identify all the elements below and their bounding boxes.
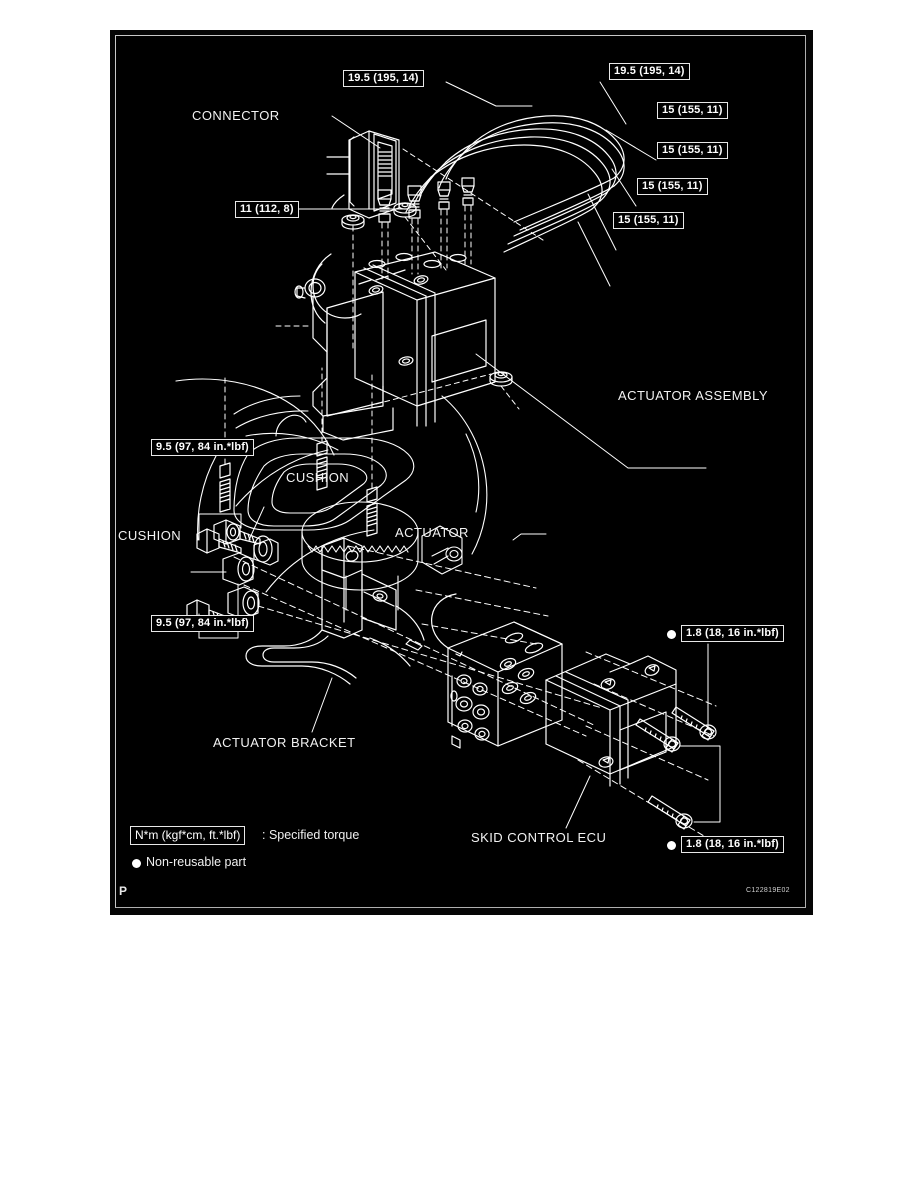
torque-callout-15-a: 15 (155, 11)	[657, 102, 728, 119]
torque-callout-9-5-upper: 9.5 (97, 84 in.*lbf)	[151, 439, 254, 456]
torque-callout-1-8-lower: 1.8 (18, 16 in.*lbf)	[681, 836, 784, 853]
legend-nonreusable-text: Non-reusable part	[146, 855, 247, 869]
ecu-screws	[635, 706, 717, 830]
nonreusable-dot-lower	[667, 841, 676, 850]
brake-tube-bundle	[405, 115, 625, 253]
label-cushion-left: CUSHION	[118, 528, 182, 543]
figure-code: C122819E02	[746, 887, 790, 894]
skid-control-ecu-part	[545, 653, 677, 787]
mount-nuts-upper	[341, 202, 417, 230]
actuator-bracket-part	[245, 537, 425, 685]
diagram-frame: 19.5 (195, 14) 19.5 (195, 14) 15 (155, 1…	[110, 30, 813, 915]
torque-callout-1-8-upper: 1.8 (18, 16 in.*lbf)	[681, 625, 784, 642]
torque-callout-15-d: 15 (155, 11)	[613, 212, 684, 229]
torque-callout-11: 11 (112, 8)	[235, 201, 299, 218]
torque-callout-15-c: 15 (155, 11)	[637, 178, 708, 195]
actuator-valve-block	[431, 593, 563, 749]
torque-callout-19-5-right: 19.5 (195, 14)	[609, 63, 690, 80]
label-actuator-assembly: ACTUATOR ASSEMBLY	[618, 388, 768, 403]
exploded-view-drawing	[175, 81, 721, 837]
torque-callout-9-5-lower: 9.5 (97, 84 in.*lbf)	[151, 615, 254, 632]
label-cushion-upper: CUSHION	[286, 470, 350, 485]
label-actuator: ACTUATOR	[395, 525, 469, 540]
legend-torque-box: N*m (kgf*cm, ft.*lbf)	[130, 826, 246, 845]
torque-callout-19-5-left: 19.5 (195, 14)	[343, 70, 424, 87]
label-connector: CONNECTOR	[192, 108, 280, 123]
torque-callout-15-b: 15 (155, 11)	[657, 142, 728, 159]
diagram-inner-border: 19.5 (195, 14) 19.5 (195, 14) 15 (155, 1…	[115, 35, 806, 908]
legend-nonreusable-dot	[132, 859, 141, 868]
label-skid-control-ecu: SKID CONTROL ECU	[471, 830, 607, 845]
nonreusable-dot-upper	[667, 630, 676, 639]
corner-marker: P	[119, 884, 128, 898]
leader-lines	[311, 81, 707, 829]
label-actuator-bracket: ACTUATOR BRACKET	[213, 735, 356, 750]
actuator-assembly-part	[294, 251, 496, 441]
legend-torque-text: : Specified torque	[262, 828, 360, 842]
tube-fittings	[377, 177, 475, 223]
mounting-studs	[219, 440, 378, 537]
cushion-bolt-group	[186, 519, 279, 625]
